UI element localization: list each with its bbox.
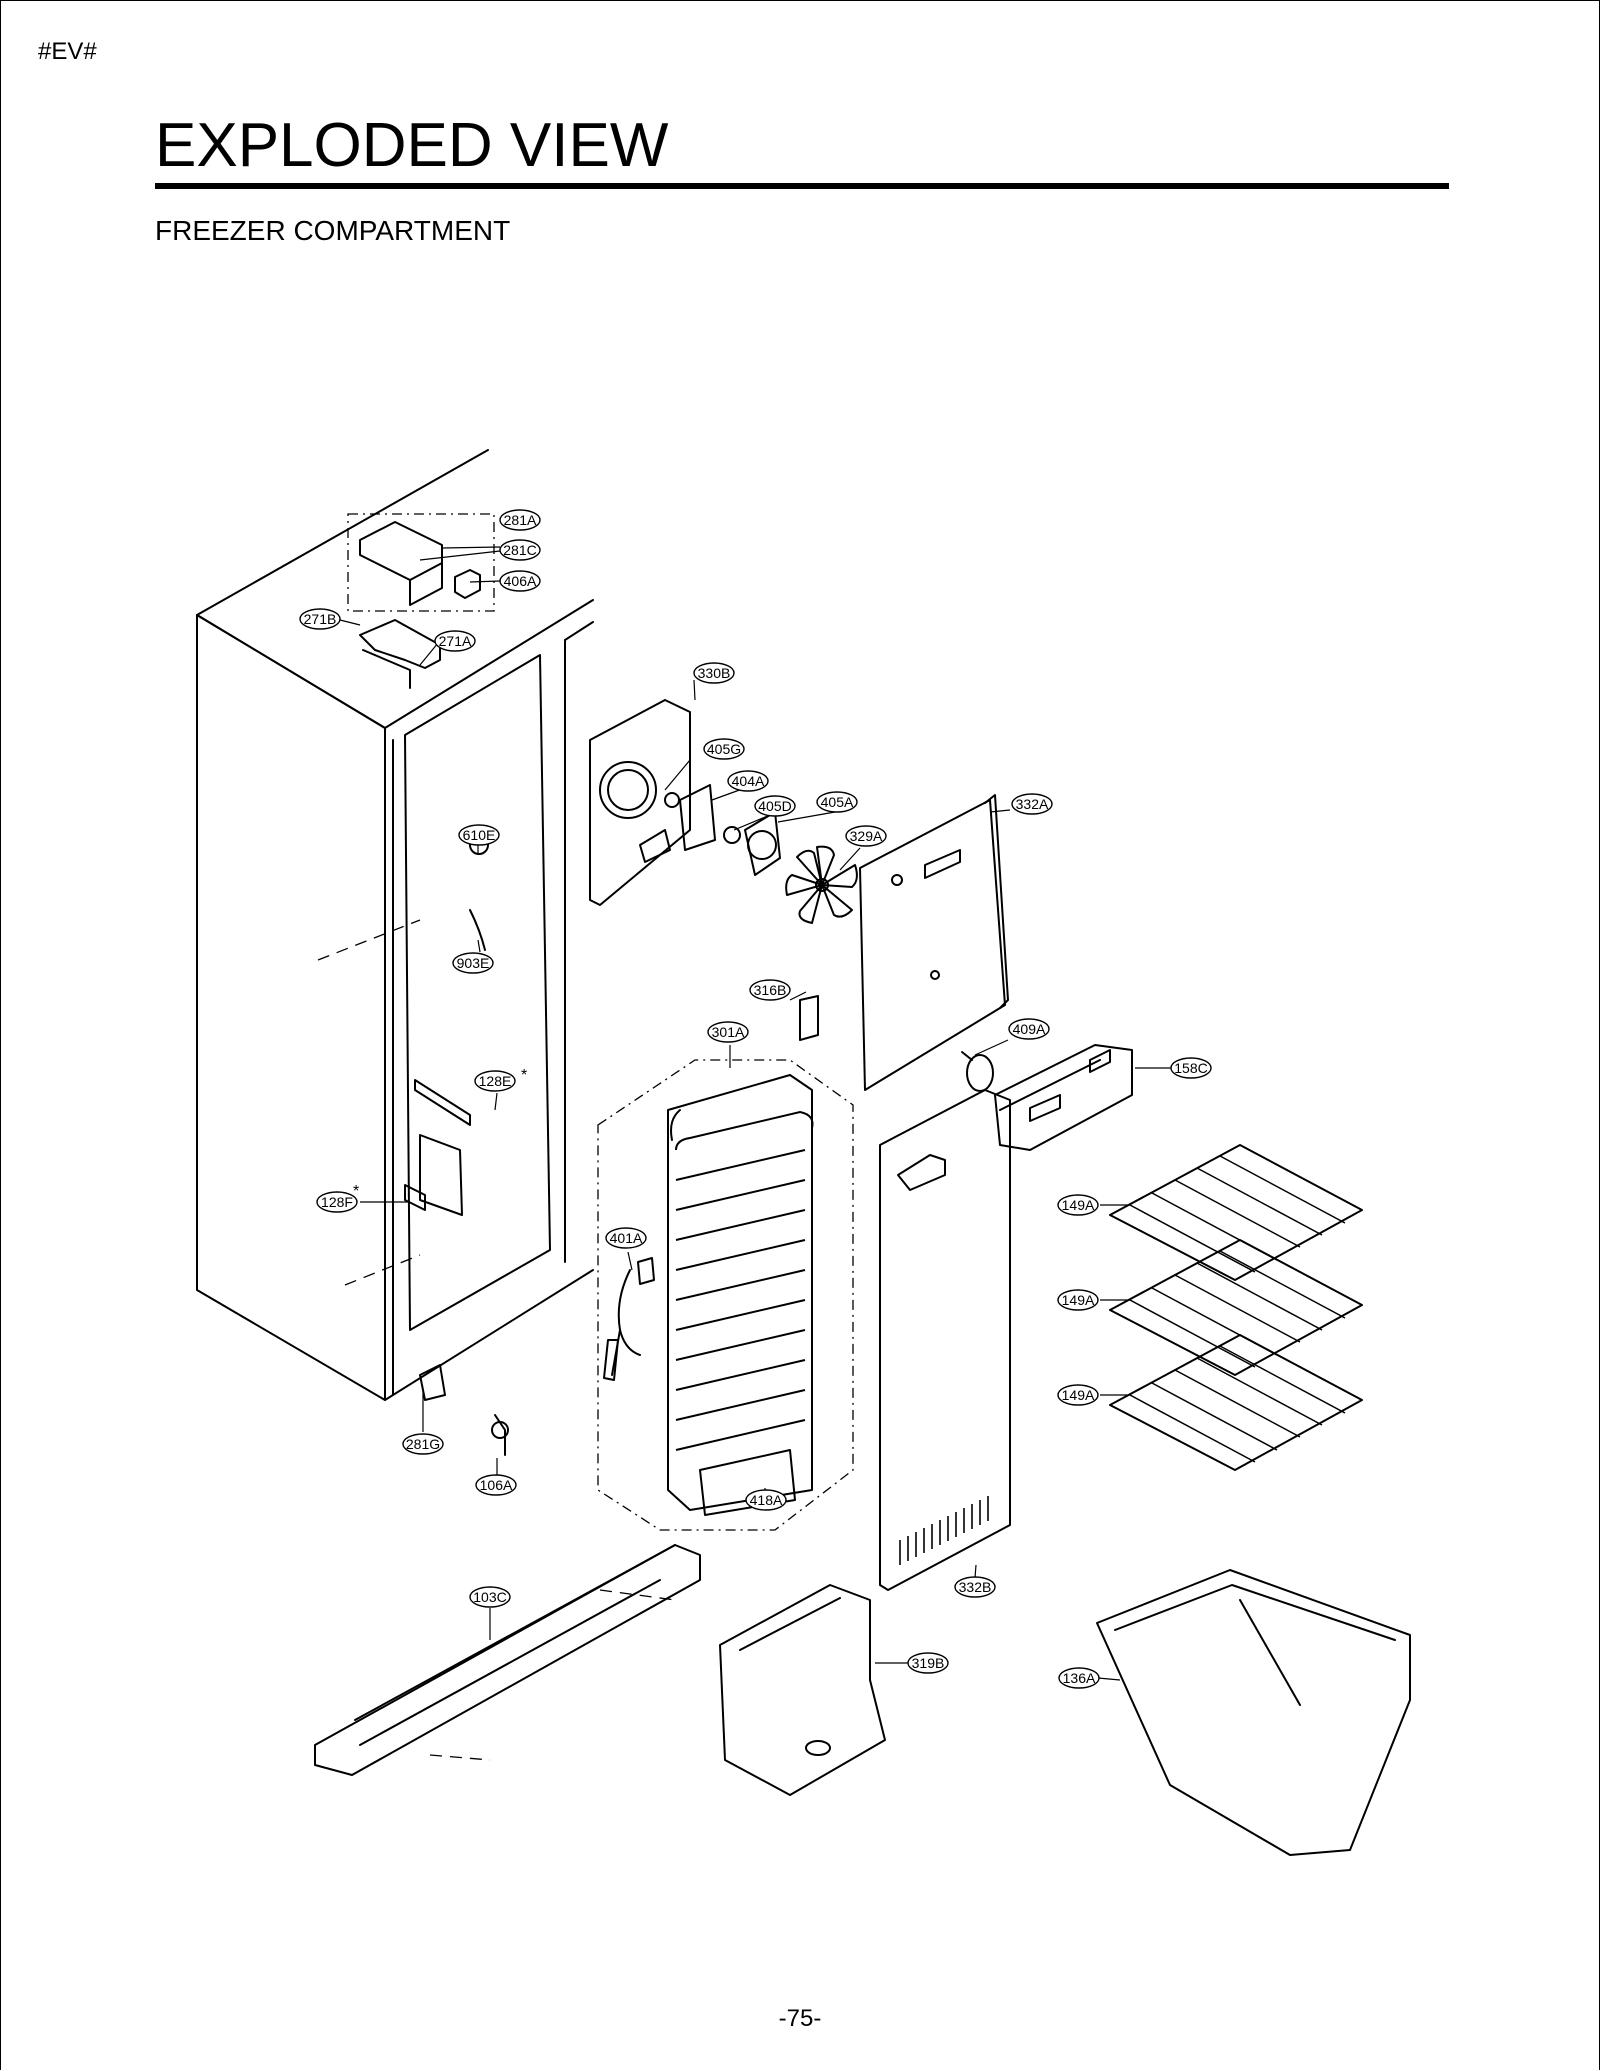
svg-text:281G: 281G [406, 1436, 440, 1452]
callout-106a: 106A [475, 1474, 517, 1496]
callout-271b: 271B [299, 608, 341, 630]
callout-404a: 404A [727, 770, 769, 792]
svg-text:332B: 332B [959, 1579, 992, 1595]
svg-text:158C: 158C [1174, 1060, 1207, 1076]
sensor-drawing [603, 1257, 655, 1381]
page-number: -75- [778, 2005, 822, 2032]
callout-332b: 332B [954, 1576, 996, 1598]
lamp-drawing [961, 1044, 1133, 1151]
svg-text:149A: 149A [1062, 1292, 1095, 1308]
tray-drawing [719, 1584, 886, 1796]
document-tag: #EV# [38, 38, 97, 65]
svg-text:330B: 330B [698, 665, 731, 681]
callout-610e: 610E [458, 824, 500, 846]
callout-406a: 406A [499, 570, 541, 592]
callout-281a: 281A [499, 509, 541, 531]
svg-text:271A: 271A [439, 633, 472, 649]
back-panel-drawing [879, 1089, 1011, 1591]
callout-330b: 330B [693, 662, 735, 684]
callout-329a: 329A [845, 825, 887, 847]
svg-text:281A: 281A [504, 512, 537, 528]
svg-text:301A: 301A [712, 1024, 745, 1040]
evaporator-drawing [597, 1059, 854, 1531]
callout-128f: 128F [316, 1191, 358, 1213]
callout-316b: 316B [749, 979, 791, 1001]
fan-cover-drawing [859, 794, 1009, 1091]
svg-text:316B: 316B [754, 982, 787, 998]
callout-401a: 401A [605, 1227, 647, 1249]
callout-158c: 158C [1170, 1057, 1212, 1079]
callout-281g: 281G [402, 1433, 444, 1455]
svg-text:136A: 136A [1063, 1670, 1096, 1686]
svg-text:332A: 332A [1016, 796, 1049, 812]
callout-405a: 405A [816, 791, 858, 813]
svg-text:103C: 103C [473, 1589, 506, 1605]
svg-text:106A: 106A [480, 1477, 513, 1493]
section-subtitle: FREEZER COMPARTMENT [155, 215, 511, 246]
svg-text:281C: 281C [503, 542, 536, 558]
callout-271a: 271A [434, 630, 476, 652]
callout-301a: 301A [707, 1021, 749, 1043]
svg-text:418A: 418A [750, 1492, 783, 1508]
svg-text:405A: 405A [821, 794, 854, 810]
callout-332a: 332A [1011, 793, 1053, 815]
callout-128e: 128E [474, 1070, 516, 1092]
fan-assembly-drawing [589, 699, 858, 924]
svg-text:401A: 401A [610, 1230, 643, 1246]
page-title: EXPLODED VIEW [155, 111, 669, 180]
shelves-drawing [1109, 1144, 1363, 1471]
svg-text:271B: 271B [304, 611, 337, 627]
asterisk-128e: * [521, 1067, 527, 1084]
svg-text:610E: 610E [463, 827, 496, 843]
svg-text:329A: 329A [850, 828, 883, 844]
callout-281c: 281C [499, 539, 541, 561]
part-316b-drawing [799, 995, 819, 1041]
callout-149a-1: 149A [1057, 1194, 1099, 1216]
callout-418a: 418A [745, 1489, 787, 1511]
callout-319b: 319B [907, 1652, 949, 1674]
callout-405g: 405G [703, 738, 745, 760]
leader-lines [339, 546, 1172, 1681]
callout-149a-3: 149A [1057, 1384, 1099, 1406]
svg-text:128F: 128F [321, 1194, 353, 1210]
callout-903e: 903E [452, 952, 494, 974]
svg-text:405D: 405D [758, 798, 791, 814]
svg-text:149A: 149A [1062, 1197, 1095, 1213]
callout-405d: 405D [754, 795, 796, 817]
svg-text:406A: 406A [504, 573, 537, 589]
title-rule [155, 183, 1449, 189]
bin-drawing [1096, 1569, 1411, 1856]
svg-text:404A: 404A [732, 773, 765, 789]
svg-text:128E: 128E [479, 1073, 512, 1089]
callout-136a: 136A [1058, 1667, 1100, 1689]
callout-103c: 103C [469, 1586, 511, 1608]
svg-text:149A: 149A [1062, 1387, 1095, 1403]
svg-text:405G: 405G [707, 741, 741, 757]
callout-149a-2: 149A [1057, 1289, 1099, 1311]
callout-409a: 409A [1008, 1018, 1050, 1040]
svg-text:319B: 319B [912, 1655, 945, 1671]
svg-text:903E: 903E [457, 955, 490, 971]
asterisk-128f: * [353, 1183, 359, 1200]
cabinet-drawing [196, 449, 594, 1456]
control-box-drawing [347, 513, 495, 612]
base-rail-drawing [314, 1544, 701, 1776]
svg-text:409A: 409A [1013, 1021, 1046, 1037]
